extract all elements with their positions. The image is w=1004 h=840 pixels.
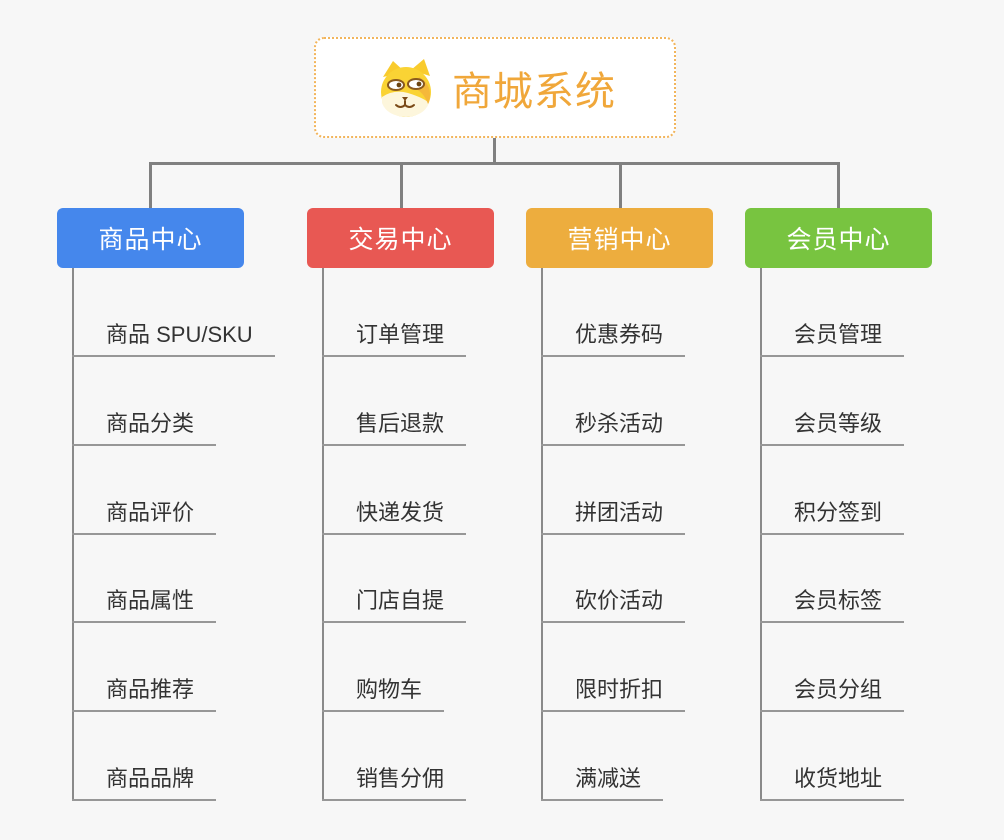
leaf-label: 会员标签	[794, 588, 883, 613]
branch-trade-center: 交易中心 订单管理 售后退款 快递发货 门店自提 购物车 销售分佣	[307, 208, 522, 818]
leaf-node[interactable]: 商品评价	[72, 497, 217, 535]
branch-header-marketing-center[interactable]: 营销中心	[526, 208, 713, 268]
leaf-label: 商品推荐	[106, 677, 195, 702]
leaf-node[interactable]: 商品分类	[72, 408, 217, 446]
branch-product-center: 商品中心 商品 SPU/SKU 商品分类 商品评价 商品属性 商品推荐 商品品牌	[57, 208, 275, 818]
leaf-node[interactable]: 商品品牌	[72, 763, 217, 801]
branch-marketing-center: 营销中心 优惠券码 秒杀活动 拼团活动 砍价活动 限时折扣 满减送	[526, 208, 741, 818]
leaf-label: 商品分类	[106, 411, 195, 436]
leaf-node[interactable]: 售后退款	[322, 408, 467, 446]
leaf-node[interactable]: 门店自提	[322, 585, 467, 623]
leaf-node[interactable]: 快递发货	[322, 497, 467, 535]
leaf-label: 购物车	[356, 677, 423, 702]
leaf-node[interactable]: 收货地址	[760, 763, 905, 801]
dog-face-icon	[381, 58, 431, 117]
root-connector-stub	[493, 138, 496, 164]
root-node[interactable]: 商城系统	[314, 37, 676, 138]
leaf-node[interactable]: 限时折扣	[541, 674, 686, 712]
leaf-node[interactable]: 会员管理	[760, 319, 905, 357]
trunk-connector-line	[149, 162, 840, 165]
leaf-label: 订单管理	[356, 322, 445, 347]
leaf-label: 会员管理	[794, 322, 883, 347]
leaf-node[interactable]: 会员标签	[760, 585, 905, 623]
leaf-label: 会员等级	[794, 411, 883, 436]
leaf-node[interactable]: 订单管理	[322, 319, 467, 357]
leaf-node[interactable]: 商品属性	[72, 585, 217, 623]
leaf-label: 门店自提	[356, 588, 445, 613]
leaf-label: 满减送	[575, 766, 642, 791]
leaf-node[interactable]: 会员分组	[760, 674, 905, 712]
leaf-node[interactable]: 拼团活动	[541, 497, 686, 535]
leaf-label: 限时折扣	[575, 677, 664, 702]
leaf-label: 秒杀活动	[575, 411, 664, 436]
leaf-node[interactable]: 砍价活动	[541, 585, 686, 623]
branch-header-member-center[interactable]: 会员中心	[745, 208, 932, 268]
leaf-node[interactable]: 销售分佣	[322, 763, 467, 801]
root-title: 商城系统	[452, 69, 616, 114]
leaf-label: 收货地址	[794, 766, 883, 791]
branch-header-trade-center[interactable]: 交易中心	[307, 208, 494, 268]
leaf-node[interactable]: 满减送	[541, 763, 664, 801]
leaf-label: 商品 SPU/SKU	[106, 322, 253, 347]
leaf-node[interactable]: 商品推荐	[72, 674, 217, 712]
leaf-node[interactable]: 优惠券码	[541, 319, 686, 357]
leaf-label: 优惠券码	[575, 322, 664, 347]
branch-header-product-center[interactable]: 商品中心	[57, 208, 244, 268]
leaf-node[interactable]: 秒杀活动	[541, 408, 686, 446]
branch-drop-line-product-center	[149, 164, 152, 208]
leaf-label: 积分签到	[794, 500, 883, 525]
branch-drop-line-marketing-center	[619, 164, 622, 208]
leaf-node[interactable]: 购物车	[322, 674, 445, 712]
leaf-label: 快递发货	[356, 500, 445, 525]
leaf-label: 拼团活动	[575, 500, 664, 525]
leaf-label: 商品评价	[106, 500, 195, 525]
branch-drop-line-member-center	[837, 164, 840, 208]
branch-drop-line-trade-center	[400, 164, 403, 208]
branch-member-center: 会员中心 会员管理 会员等级 积分签到 会员标签 会员分组 收货地址	[745, 208, 960, 818]
leaf-label: 销售分佣	[356, 766, 445, 791]
leaf-label: 砍价活动	[575, 588, 664, 613]
leaf-label: 商品品牌	[106, 766, 195, 791]
leaf-label: 售后退款	[356, 411, 445, 436]
leaf-label: 会员分组	[794, 677, 883, 702]
leaf-label: 商品属性	[106, 588, 195, 613]
leaf-node[interactable]: 商品 SPU/SKU	[72, 319, 275, 357]
leaf-node[interactable]: 会员等级	[760, 408, 905, 446]
leaf-node[interactable]: 积分签到	[760, 497, 905, 535]
